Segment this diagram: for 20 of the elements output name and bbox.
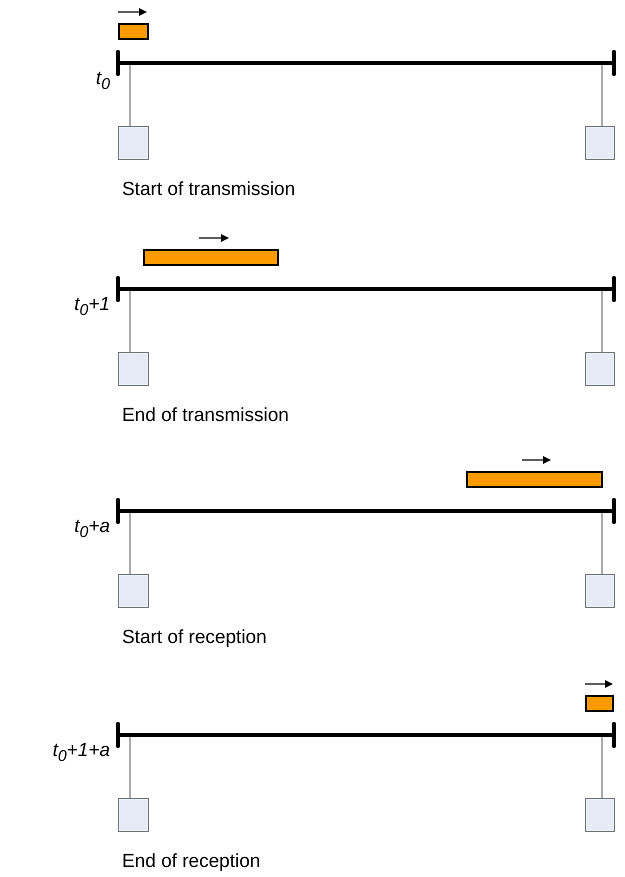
packet-bar xyxy=(118,23,149,40)
stage-caption: Start of transmission xyxy=(122,179,296,201)
time-label: t$_{0}$+1 xyxy=(74,294,110,321)
station-box xyxy=(585,574,615,608)
stage-caption: End of transmission xyxy=(122,405,289,427)
packet-bar xyxy=(466,471,603,488)
station-box xyxy=(118,352,149,386)
packet-bar xyxy=(585,695,614,712)
stage-caption: Start of reception xyxy=(122,627,267,649)
packet-bar xyxy=(143,249,279,266)
stage-caption: End of reception xyxy=(122,851,260,873)
station-box xyxy=(118,574,149,608)
time-label: t$_{0}$+a xyxy=(74,516,110,543)
station-box xyxy=(118,798,149,832)
time-label: t$_{0}$+1+a xyxy=(52,740,110,767)
station-box xyxy=(118,126,149,160)
time-label: t$_{0}$ xyxy=(96,68,110,95)
station-box xyxy=(585,352,615,386)
station-box xyxy=(585,126,615,160)
station-box xyxy=(585,798,615,832)
